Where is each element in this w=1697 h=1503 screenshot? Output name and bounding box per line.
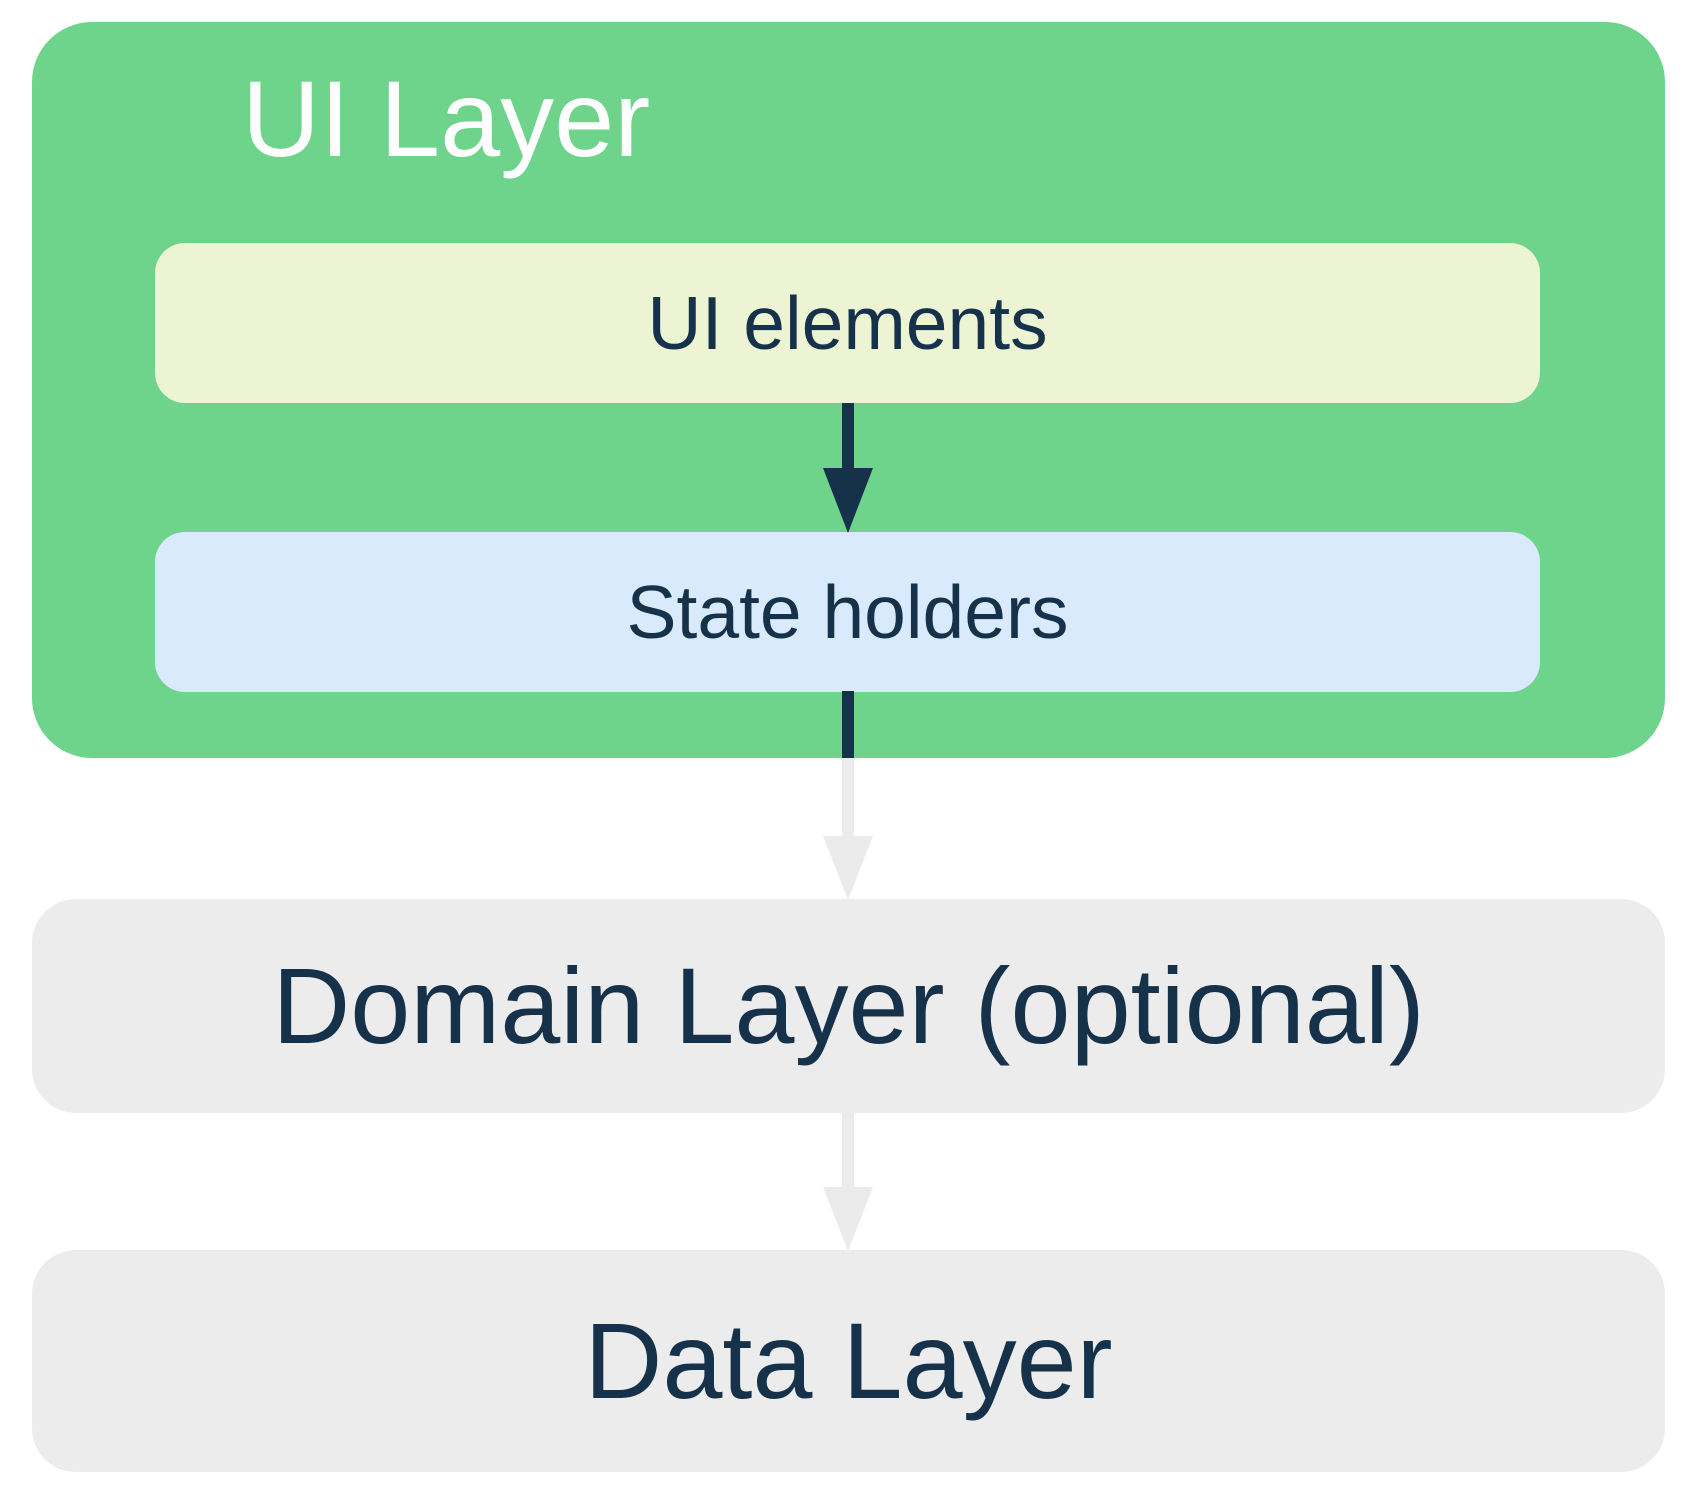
ui-elements-label: UI elements (647, 280, 1048, 365)
ui-layer-title: UI Layer (242, 58, 651, 179)
domain-layer-box: Domain Layer (optional) (32, 899, 1665, 1113)
data-layer-box: Data Layer (32, 1250, 1665, 1472)
state-holders-label: State holders (626, 569, 1069, 654)
arrow-domain-layer-to-data-layer (823, 1112, 873, 1251)
ui-layer-container: UI Layer UI elements State holders (32, 22, 1665, 758)
data-layer-label: Data Layer (584, 1300, 1113, 1421)
ui-elements-box: UI elements (155, 243, 1540, 403)
arrow-line (842, 1112, 854, 1190)
arrow-line-light-segment (842, 758, 854, 840)
arrow-head-icon (823, 1187, 873, 1251)
state-holders-box: State holders (155, 532, 1540, 692)
arrow-head-icon (823, 836, 873, 900)
domain-layer-label: Domain Layer (optional) (272, 945, 1425, 1066)
